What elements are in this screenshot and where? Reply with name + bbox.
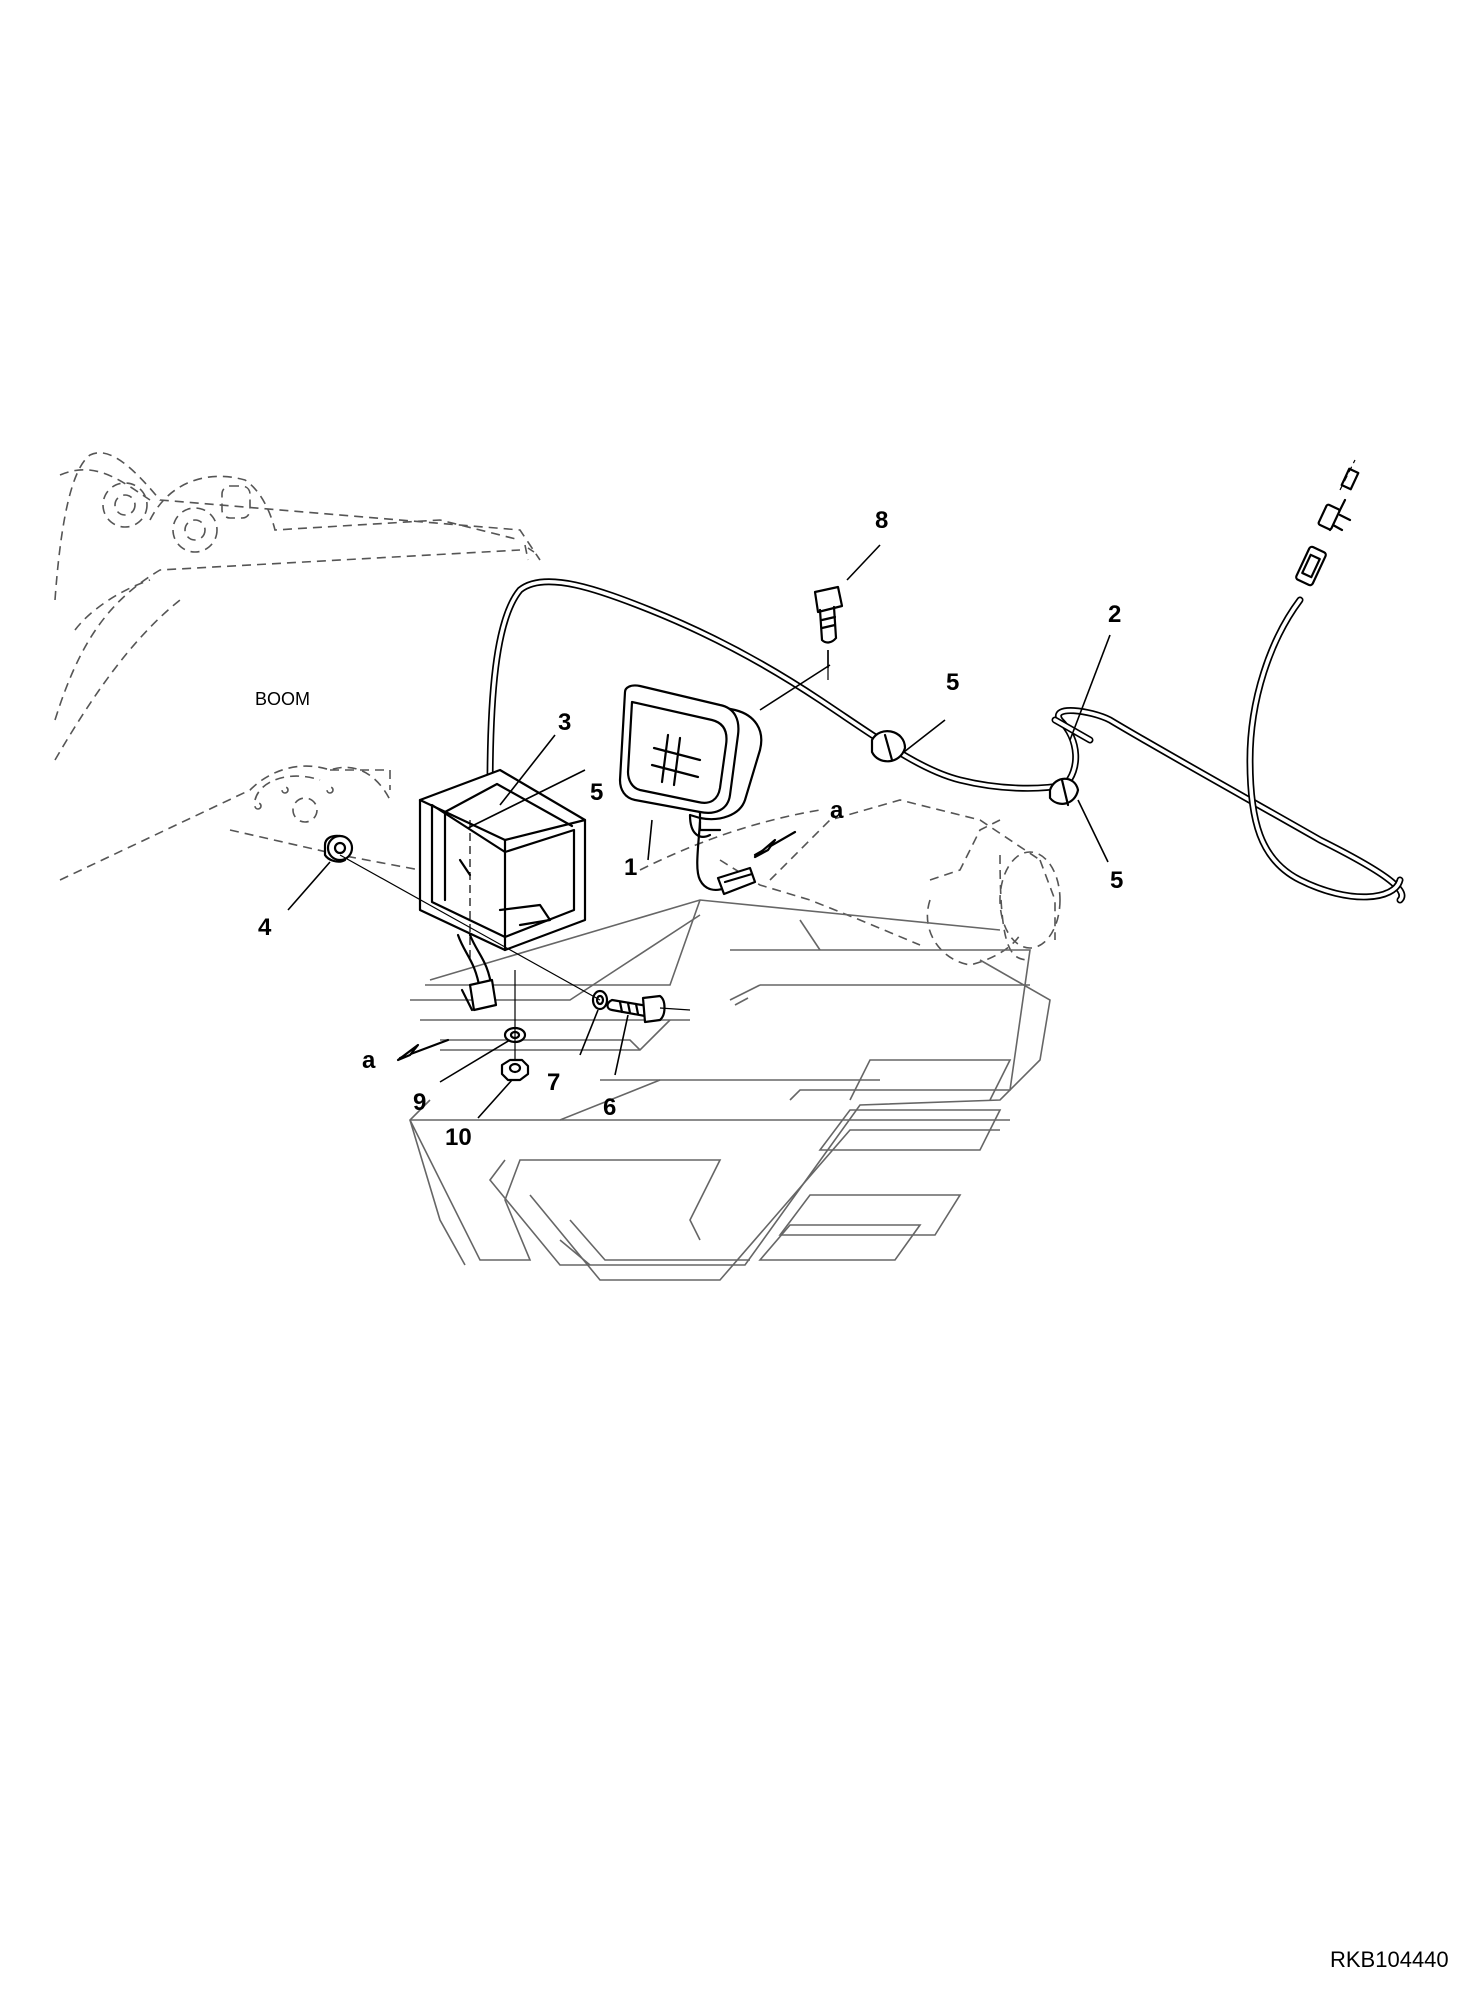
- boom-label: BOOM: [255, 689, 310, 709]
- callout-5-right: 5: [1110, 867, 1123, 894]
- chassis-outline: [409, 899, 1051, 1281]
- callout-8: 8: [875, 507, 888, 534]
- work-lamp: [618, 684, 763, 896]
- callout-7: 7: [547, 1069, 560, 1096]
- drawing-id: RKB104440: [1330, 1947, 1449, 1972]
- callout-5-top: 5: [946, 669, 959, 696]
- callout-1: 1: [624, 854, 637, 881]
- callout-9: 9: [413, 1089, 426, 1116]
- callout-5-left: 5: [590, 779, 603, 806]
- callout-a-lower: a: [362, 1047, 376, 1074]
- wire-harness: [486, 459, 1406, 904]
- spacer-part: [323, 834, 354, 863]
- fasteners: [339, 585, 844, 1082]
- callout-10: 10: [445, 1124, 472, 1151]
- callouts: 8 2 5 5 3 5 a 1 4 a 9 7 6 10: [258, 507, 1123, 1151]
- reference-arrows: [396, 830, 797, 1062]
- callout-3: 3: [558, 709, 571, 736]
- boom-outline: [54, 452, 1061, 966]
- callout-4: 4: [258, 914, 272, 941]
- callout-2: 2: [1108, 601, 1121, 628]
- lamp-guard: [418, 768, 587, 1012]
- callout-a-upper: a: [830, 797, 844, 824]
- leader-lines: [287, 544, 1111, 1119]
- callout-6: 6: [603, 1094, 616, 1121]
